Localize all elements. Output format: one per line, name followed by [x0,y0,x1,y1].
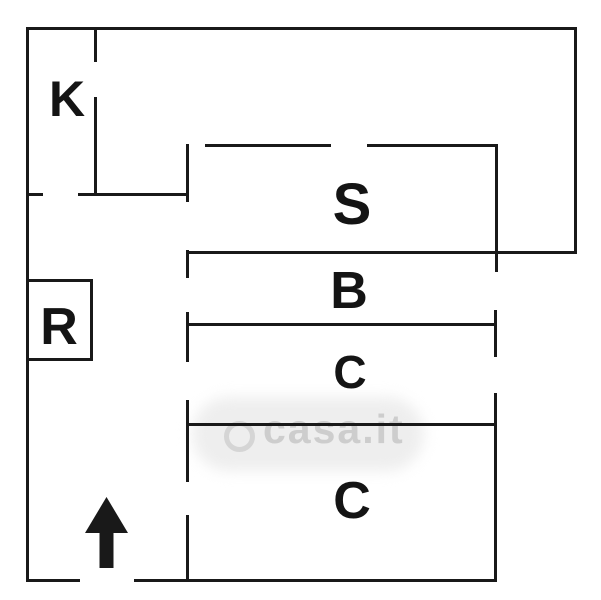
hall-wall-seg5 [186,515,189,582]
outer-bottom-wall-left [26,579,80,582]
outer-bottom-wall-main [134,579,497,582]
room-label-s: S [332,172,372,237]
inner-right-wall-seg2 [494,310,497,357]
kitchen-bottom-tick [26,193,43,196]
kitchen-right-wall-top [94,27,97,62]
entrance-arrow-icon [85,497,128,573]
room-label-c1: C [333,346,367,398]
bedroom1-bottom-wall [187,423,494,426]
living-bottom-wall [187,251,577,254]
inner-right-wall-seg3 [494,393,497,582]
hall-wall-seg2 [186,250,189,278]
living-top-wall-right [367,144,498,147]
room-label-c2: C [333,472,371,530]
outer-top-wall [26,27,577,30]
hall-wall-seg3 [186,312,189,362]
living-top-wall-left [205,144,331,147]
room-label-b: B [330,262,368,320]
bath-bottom-wall [187,323,494,326]
kitchen-bottom-wall [78,193,188,196]
storage-room-box [26,279,93,361]
hall-wall-seg4 [186,400,189,482]
inner-right-wall-seg1 [495,145,498,272]
watermark-text: casa.it [263,406,405,452]
room-label-k: K [48,71,86,127]
room-label-r: R [40,298,78,356]
kitchen-right-wall-low [94,97,97,196]
hall-wall-seg1 [186,144,189,202]
outer-right-wall [574,27,577,254]
